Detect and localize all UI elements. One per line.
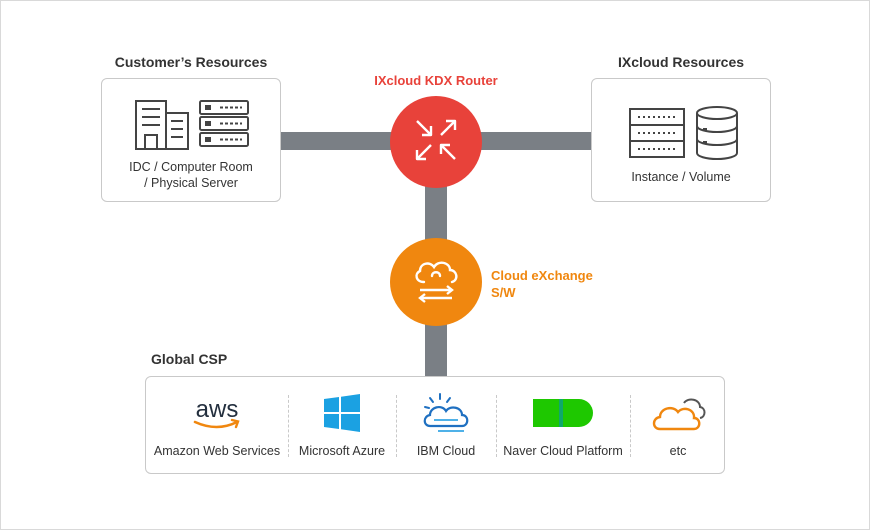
customer-resources-title: Customer’s Resources <box>114 54 268 70</box>
cloud-exchange-label-line1: Cloud eXchange <box>491 268 593 283</box>
csp-divider-1 <box>288 395 289 457</box>
csp-divider-4 <box>630 395 631 457</box>
cloud-exchange-icon <box>410 256 462 309</box>
customer-resources-box: IDC / Computer Room / Physical Server <box>101 78 281 202</box>
connector-left <box>279 132 399 150</box>
csp-label-naver: Naver Cloud Platform <box>503 444 623 458</box>
kdx-router-node <box>390 96 482 188</box>
router-arrows-icon <box>411 115 461 170</box>
global-csp-title: Global CSP <box>151 351 228 367</box>
router-label: IXcloud KDX Router <box>374 73 498 88</box>
server-rack-icon <box>198 99 250 154</box>
customer-caption-line2: / Physical Server <box>144 176 238 190</box>
csp-label-azure: Microsoft Azure <box>298 444 386 458</box>
aws-logo: aws <box>146 391 288 435</box>
naver-cloud-icon <box>496 391 630 435</box>
csp-label-aws: Amazon Web Services <box>153 444 281 458</box>
connector-cx-csp <box>425 319 447 377</box>
cloud-exchange-node <box>390 238 482 326</box>
ixcloud-caption: Instance / Volume <box>631 170 731 184</box>
cloud-exchange-label-line2: S/W <box>491 285 516 300</box>
csp-item-azure: Microsoft Azure <box>288 377 396 475</box>
ibm-cloud-icon <box>396 391 496 435</box>
csp-item-ibm: IBM Cloud <box>396 377 496 475</box>
building-icon <box>134 99 192 156</box>
csp-label-ibm: IBM Cloud <box>416 444 476 458</box>
connector-right <box>471 132 593 150</box>
etc-cloud-icon <box>630 391 726 435</box>
connector-router-cx <box>425 176 447 246</box>
volume-icon <box>694 105 740 166</box>
csp-item-aws: aws Amazon Web Services <box>146 377 288 475</box>
windows-logo-icon <box>288 391 396 435</box>
global-csp-box: aws Amazon Web Services Microsoft Azure <box>145 376 725 474</box>
ixcloud-resources-title: IXcloud Resources <box>617 54 745 70</box>
csp-divider-2 <box>396 395 397 457</box>
csp-item-naver: Naver Cloud Platform <box>496 377 630 475</box>
ixcloud-resources-box: Instance / Volume <box>591 78 771 202</box>
csp-divider-3 <box>496 395 497 457</box>
aws-logo-text: aws <box>196 396 239 423</box>
instance-icon <box>628 107 686 164</box>
customer-caption-line1: IDC / Computer Room <box>129 160 253 174</box>
csp-label-etc: etc <box>669 444 687 458</box>
csp-item-etc: etc <box>630 377 726 475</box>
